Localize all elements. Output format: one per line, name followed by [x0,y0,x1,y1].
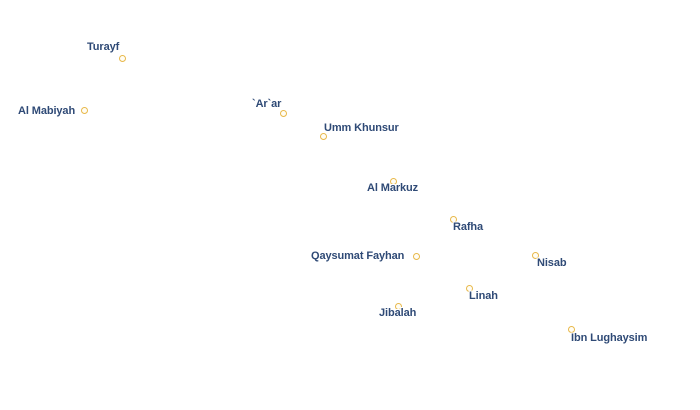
place-label: Al Markuz [367,182,419,194]
place-label: `Ar`ar [252,98,282,110]
place-label: Umm Khunsur [324,122,399,134]
place-marker[interactable] [412,252,420,260]
place-label: Turayf [87,41,120,53]
place-marker[interactable] [389,177,397,185]
place-marker[interactable] [279,109,287,117]
place-label: Al Mabiyah [18,105,76,117]
place-marker[interactable] [449,215,457,223]
place-marker[interactable] [465,284,473,292]
place-marker[interactable] [394,302,402,310]
place-label: Qaysumat Fayhan [311,250,405,262]
place-marker[interactable] [80,106,88,114]
place-label: Linah [469,290,498,302]
place-label: Jibalah [379,307,417,319]
place-marker[interactable] [531,251,539,259]
place-label: Rafha [453,221,484,233]
place-marker[interactable] [319,132,327,140]
place-marker[interactable] [567,325,575,333]
place-marker[interactable] [118,54,126,62]
place-label: Ibn Lughaysim [571,332,648,344]
place-label: Nisab [537,257,567,269]
